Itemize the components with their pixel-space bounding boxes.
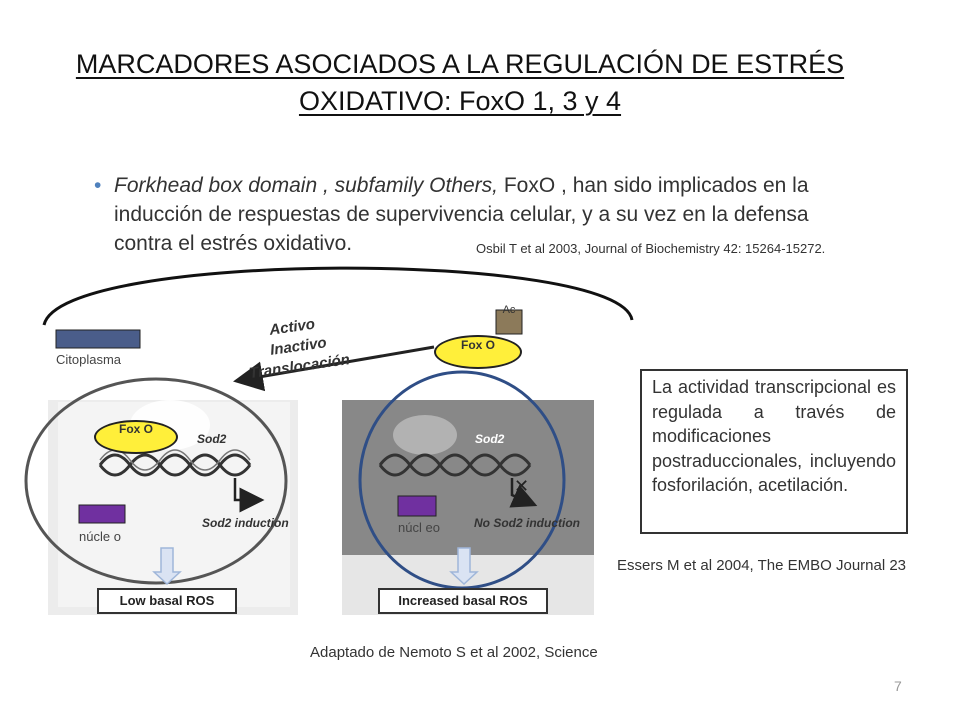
ac-label: Ac bbox=[502, 304, 516, 316]
outcome-label-right: No Sod2 induction bbox=[474, 516, 580, 530]
bullet-italic-text: Forkhead box domain , subfamily Others, bbox=[114, 174, 499, 197]
citoplasma-label: Citoplasma bbox=[56, 352, 122, 367]
citation-osbil: Osbil T et al 2003, Journal of Biochemis… bbox=[472, 241, 830, 256]
down-arrow-left bbox=[152, 547, 182, 586]
nucleus-ring-left bbox=[24, 377, 288, 585]
bullet-text: FoxO , han sido implicados en la inducci… bbox=[114, 174, 809, 255]
gene-label-right: Sod2 bbox=[475, 432, 505, 446]
nucleo-label-left: núcle o bbox=[79, 529, 121, 544]
slide-title: MARCADORES ASOCIADOS A LA REGULACIÓN DE … bbox=[75, 49, 845, 116]
bullet-point: • Forkhead box domain , subfamily Others… bbox=[94, 171, 814, 258]
translocation-arrow bbox=[233, 345, 435, 392]
foxo-cytoplasm: Fox O bbox=[434, 335, 522, 369]
page-number: 7 bbox=[894, 678, 902, 694]
dna-helix-right bbox=[378, 453, 532, 477]
nucleo-label-right: núcl eo bbox=[398, 520, 440, 535]
transcription-arrow-left bbox=[233, 478, 265, 513]
citation-essers: Essers M et al 2004, The EMBO Journal 23 bbox=[617, 557, 907, 574]
transcription-arrow-right bbox=[509, 478, 538, 508]
ac-marker bbox=[495, 309, 523, 335]
bullet-dot: • bbox=[94, 174, 102, 197]
info-box: La actividad transcripcional es regulada… bbox=[640, 369, 908, 534]
label-translocacion: Translocación bbox=[248, 351, 351, 382]
citoplasma-marker bbox=[55, 329, 141, 349]
foxo-nucleus: Fox O bbox=[94, 420, 178, 454]
nucleus-marker-right bbox=[397, 495, 437, 517]
cell-membrane-arc bbox=[42, 266, 634, 326]
dna-helix-left bbox=[98, 449, 252, 477]
label-activo: Activo bbox=[267, 316, 316, 339]
blocked-x-icon: ✕ bbox=[514, 476, 529, 496]
ros-box-left: Low basal ROS bbox=[97, 588, 237, 614]
foxo-label: Fox O bbox=[460, 338, 495, 352]
ros-box-right: Increased basal ROS bbox=[378, 588, 548, 614]
adapted-citation: Adaptado de Nemoto S et al 2002, Science bbox=[310, 644, 598, 661]
translocation-labels: Activo Inactivo Translocación bbox=[248, 316, 351, 382]
gene-label-left: Sod2 bbox=[197, 432, 227, 446]
outcome-label-left: Sod2 induction bbox=[202, 516, 289, 530]
nucleus-marker-left bbox=[78, 504, 126, 524]
down-arrow-right bbox=[449, 547, 479, 586]
grey-blob bbox=[393, 415, 457, 455]
foxo-label: Fox O bbox=[118, 422, 153, 436]
